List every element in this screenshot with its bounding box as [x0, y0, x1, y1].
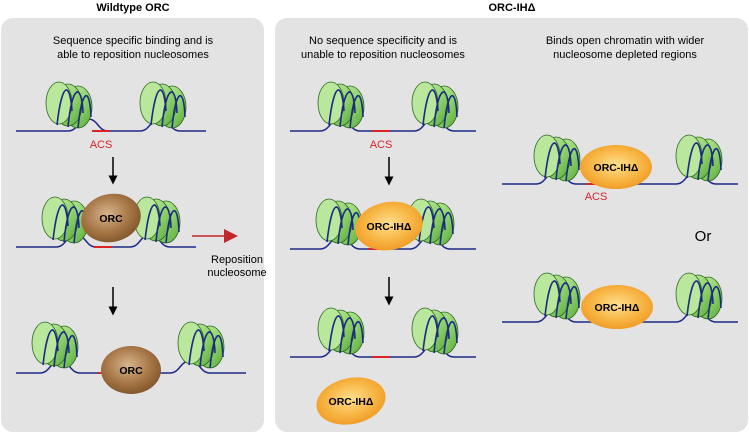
mut-orc-label-stage2: ORC-IHΔ [367, 221, 412, 233]
wt-stage2: ORC [16, 193, 196, 248]
mutant-right-caption-line2: nucleosome depleted regions [553, 49, 697, 61]
wt-acs-label: ACS [90, 139, 113, 151]
or-label: Or [695, 228, 712, 245]
mutant-orc-complex [316, 377, 386, 425]
mutant-left-caption-line1: No sequence specificity and is [309, 35, 457, 47]
mutant-orc-complex [581, 285, 653, 329]
nucleosome-icon [533, 134, 581, 182]
wt-orc-label-stage3: ORC [119, 365, 143, 377]
nucleosome-icon [133, 196, 181, 244]
wt-orc-label-stage2: ORC [99, 213, 123, 225]
mutant-title: ORC-IHΔ [488, 2, 535, 14]
nucleosome-icon [411, 81, 459, 129]
reposition-arrowhead-icon [224, 229, 238, 243]
mut-option-a: ORC-IHΔ ACS [502, 134, 738, 203]
mut-orc-label-option-a: ORC-IHΔ [594, 162, 639, 174]
wt-orc-complex [81, 193, 141, 243]
nucleosome-icon [411, 307, 459, 355]
mut-stage1: ACS [290, 81, 476, 151]
mut-acs-label-option-a: ACS [585, 191, 608, 203]
mut-stage3: ORC-IHΔ [290, 307, 476, 425]
mutant-panel [275, 18, 748, 432]
mutant-right-caption-line1: Binds open chromatin with wider [546, 35, 705, 47]
nucleosome-icon [177, 321, 225, 369]
mut-stage2: ORC-IHΔ [290, 198, 476, 251]
mut-orc-label-stage3: ORC-IHΔ [329, 396, 374, 408]
nucleosome-icon [31, 321, 79, 369]
nucleosome-icon [533, 272, 581, 320]
mutant-left-caption-line2: unable to reposition nucleosomes [301, 49, 465, 61]
wildtype-title: Wildtype ORC [96, 2, 169, 14]
wt-stage3: ORC [16, 321, 246, 394]
nucleosome-icon [317, 307, 365, 355]
reposition-label-line2: nucleosome [207, 267, 266, 279]
nucleosome-icon [315, 198, 363, 246]
nucleosome-icon [675, 134, 723, 182]
mutant-orc-complex [580, 145, 652, 189]
mut-acs-label: ACS [370, 139, 393, 151]
reposition-label-line1: Reposition [211, 254, 263, 266]
wildtype-caption-line2: able to reposition nucleosomes [57, 49, 209, 61]
nucleosome-icon [317, 81, 365, 129]
wt-stage1: ACS [16, 81, 206, 151]
nucleosome-icon [45, 81, 93, 129]
wildtype-caption-line1: Sequence specific binding and is [53, 35, 214, 47]
wt-orc-complex [101, 346, 161, 394]
mut-orc-label-option-b: ORC-IHΔ [595, 302, 640, 314]
nucleosome-icon [139, 81, 187, 129]
mut-option-b: ORC-IHΔ [502, 272, 738, 329]
nucleosome-icon [41, 196, 89, 244]
nucleosome-icon [675, 272, 723, 320]
mutant-orc-complex [355, 201, 423, 251]
